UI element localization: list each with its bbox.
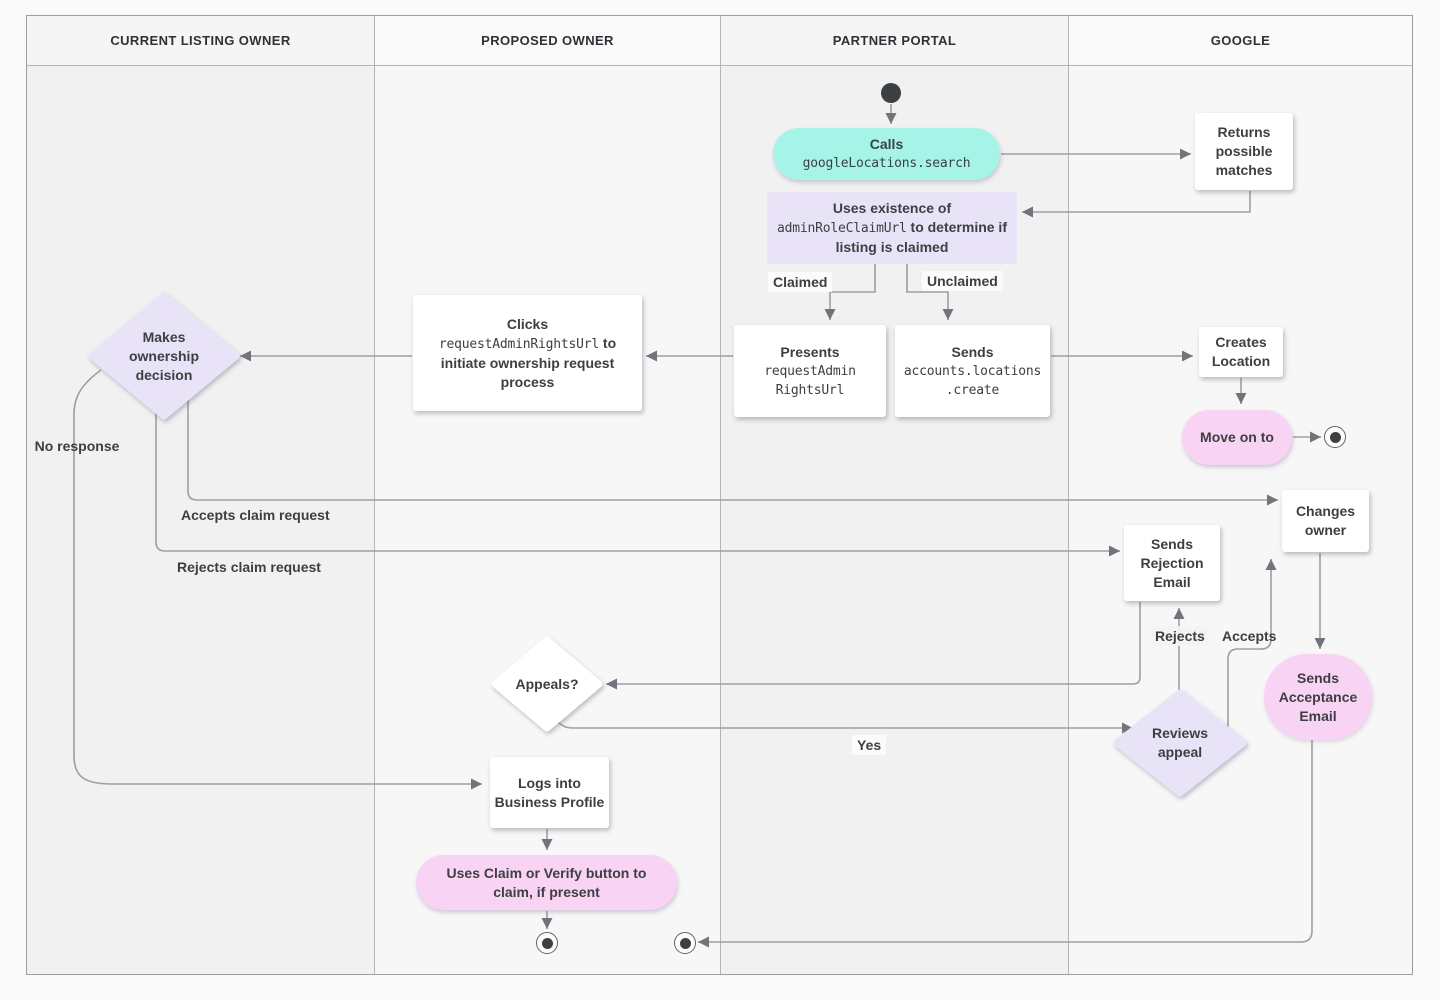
- edge-label-accepts: Accepts: [1222, 628, 1277, 644]
- activity-label: Changes owner: [1295, 503, 1356, 538]
- edge-rejects-claim: [155, 408, 1120, 557]
- activity-label: Calls: [869, 136, 904, 152]
- activity-label-before: Uses existence of: [832, 200, 952, 216]
- edge-unclaimed: [906, 264, 954, 320]
- activity-label-after: to determine if listing is claimed: [835, 219, 1007, 255]
- edge-label-rejects-claim-request: Rejects claim request: [177, 559, 321, 575]
- edge-label-accepts-claim-request: Accepts claim request: [181, 507, 330, 523]
- activity-label: Move on to: [1200, 429, 1274, 445]
- activity-code: accounts.locations .create: [903, 363, 1042, 398]
- activity-label: Logs into Business Profile: [494, 774, 605, 810]
- decision-label-appeals: Appeals?: [515, 675, 579, 692]
- edge-label-yes: Yes: [852, 735, 887, 755]
- activity-code: requestAdminRightsUrl: [438, 336, 600, 352]
- activity-label: Uses Claim or Verify button to claim, if…: [446, 864, 647, 900]
- lane-header-google: GOOGLE: [1069, 16, 1412, 66]
- edge-reviews-accepts: [1227, 559, 1277, 727]
- activity-clicks-request-admin-rights-url: Clicks requestAdminRightsUrl to initiate…: [413, 295, 642, 411]
- activity-changes-owner: Changes owner: [1282, 490, 1369, 552]
- activity-presents-request-admin-rights-url: Presents requestAdmin RightsUrl: [734, 325, 886, 417]
- lane-header-partner-portal: PARTNER PORTAL: [721, 16, 1068, 66]
- activity-label: Creates Location: [1211, 334, 1271, 369]
- activity-code: adminRoleClaimUrl: [776, 221, 907, 236]
- edge-label-claimed: Claimed: [768, 272, 833, 292]
- activity-returns-possible-matches: Returns possible matches: [1195, 113, 1293, 190]
- activity-label-after: to initiate ownership request process: [440, 334, 617, 390]
- lane-header-proposed-owner: PROPOSED OWNER: [375, 16, 720, 66]
- end-node-google: [1324, 426, 1346, 448]
- activity-move-on-to: Move on to: [1182, 410, 1292, 465]
- activity-sends-accounts-locations-create: Sends accounts.locations .create: [895, 325, 1050, 417]
- end-dot: [1329, 431, 1341, 443]
- activity-label: Sends Acceptance Email: [1278, 669, 1358, 724]
- activity-label: Sends: [951, 343, 994, 360]
- activity-sends-acceptance-email: Sends Acceptance Email: [1264, 654, 1372, 740]
- activity-logs-into-business-profile: Logs into Business Profile: [490, 757, 609, 828]
- activity-label: Presents: [780, 343, 840, 360]
- activity-label: Returns possible matches: [1215, 124, 1273, 178]
- edge-label-unclaimed: Unclaimed: [922, 271, 1003, 291]
- edge-returns-to-claimcheck: [1022, 191, 1251, 218]
- end-node-partner-portal: [674, 932, 696, 954]
- decision-label-makes-ownership: Makes ownership decision: [128, 328, 199, 383]
- edge-rejection-to-appeals: [606, 602, 1141, 690]
- edge-label-rejects: Rejects: [1151, 626, 1209, 646]
- decision-label-reviews-appeal: Reviews appeal: [1151, 725, 1209, 760]
- activity-claim-check: Uses existence of adminRoleClaimUrl to d…: [767, 192, 1017, 264]
- activity-uses-claim-or-verify-button: Uses Claim or Verify button to claim, if…: [416, 855, 677, 910]
- start-node: [881, 83, 901, 103]
- decision-diamond-makes-ownership: [88, 292, 240, 420]
- activity-code: requestAdmin RightsUrl: [764, 363, 856, 398]
- activity-creates-location: Creates Location: [1199, 327, 1283, 377]
- activity-sends-rejection-email: Sends Rejection Email: [1124, 525, 1220, 601]
- end-node-proposed-owner: [536, 932, 558, 954]
- end-dot: [541, 937, 553, 949]
- activity-label-before: Clicks: [506, 315, 549, 332]
- activity-label: Sends Rejection Email: [1140, 535, 1204, 590]
- end-dot: [679, 937, 691, 949]
- activity-code: googleLocations.search: [802, 156, 971, 171]
- activity-calls-googlelocations-search: Calls googleLocations.search: [773, 128, 1000, 180]
- edge-label-no-response: No response: [34, 438, 120, 454]
- lane-current-listing-owner: CURRENT LISTING OWNER: [27, 16, 374, 974]
- edge-accepts-claim: [187, 400, 1278, 506]
- decision-diamond-appeals: [491, 636, 603, 732]
- edge-claimed: [824, 264, 876, 320]
- edge-acceptance-to-end: [698, 740, 1313, 948]
- edge-no-response: [73, 369, 482, 790]
- decision-diamond-reviews-appeal: [1113, 689, 1247, 797]
- edge-appeals-yes-to-reviews: [551, 713, 1133, 734]
- lane-header-current-listing-owner: CURRENT LISTING OWNER: [27, 16, 374, 66]
